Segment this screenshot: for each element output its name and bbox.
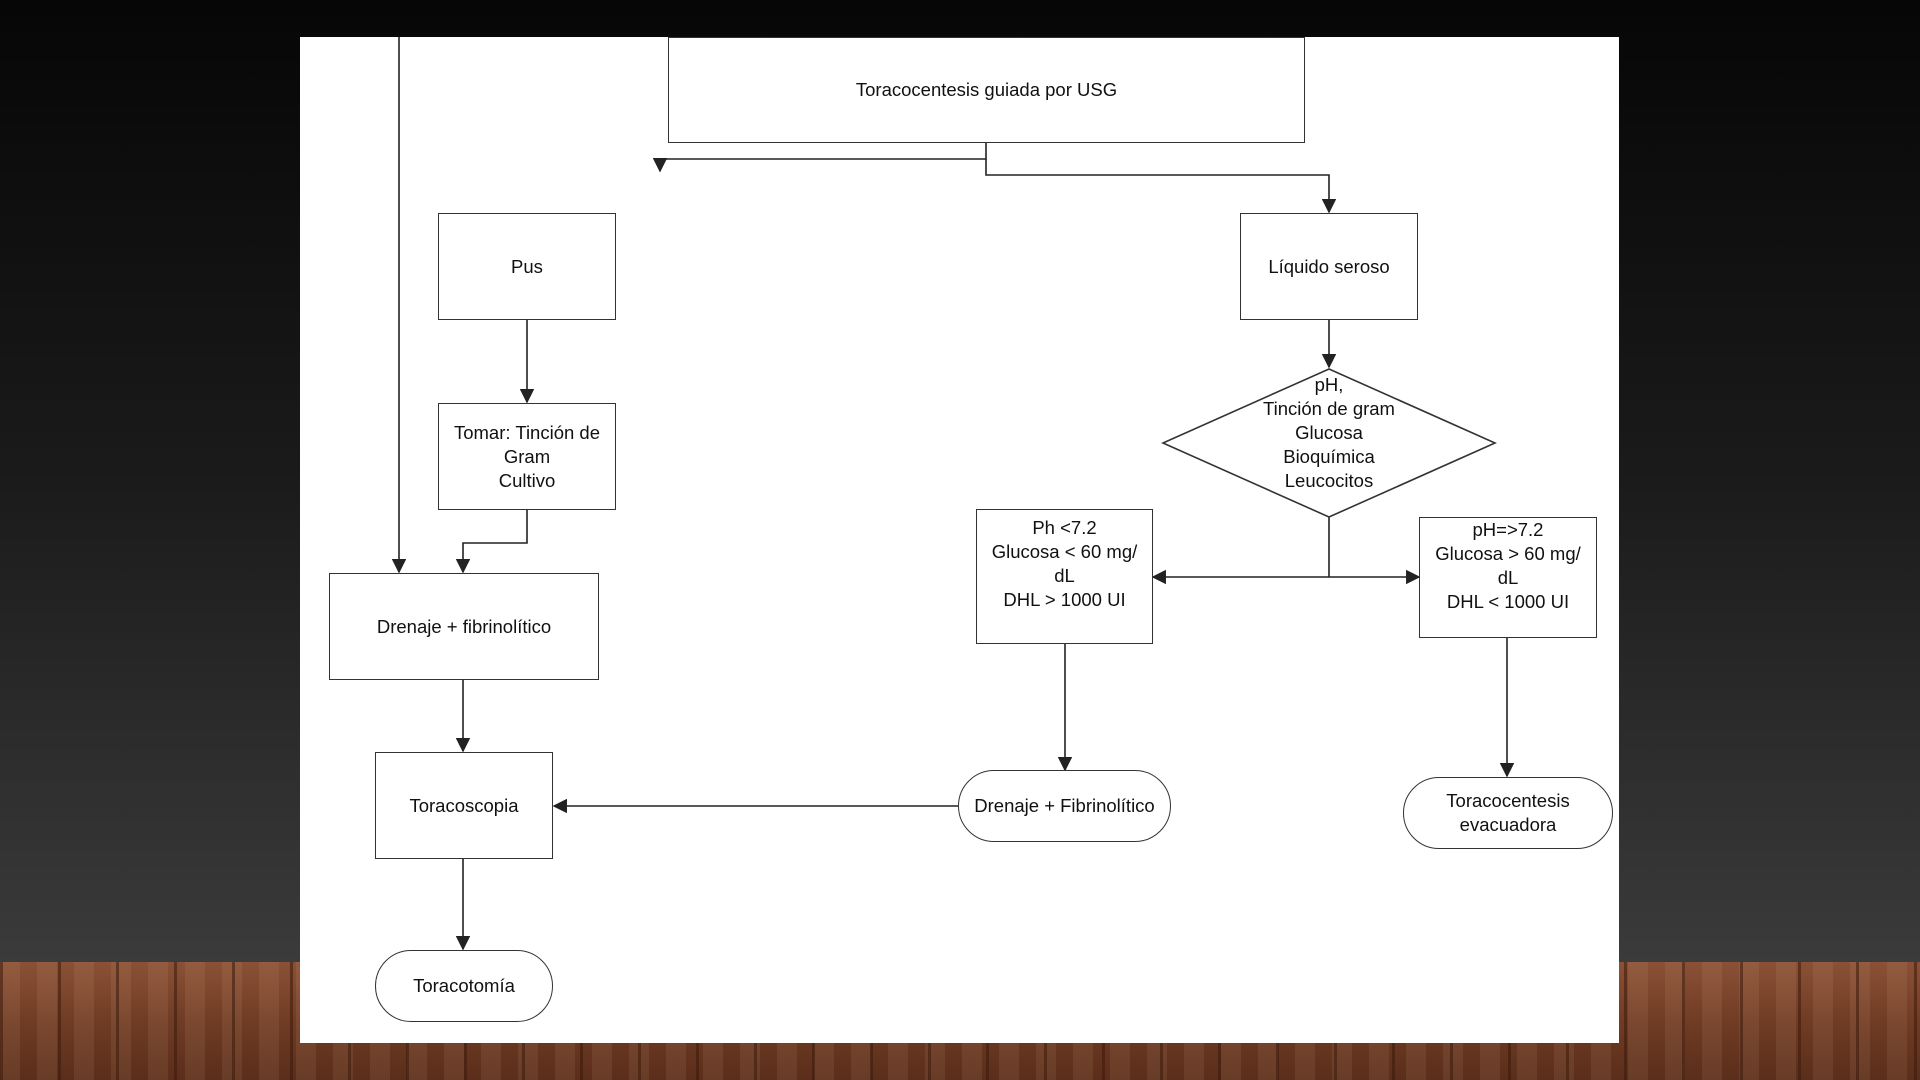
node-drenaje-fibrinolitico-right: Drenaje + Fibrinolítico: [958, 770, 1171, 842]
connector-layer: [391, 37, 1515, 951]
arrow-tomar-to-drenaje: [455, 510, 528, 574]
slide-canvas: Toracocentesis guiada por USG Pus Líquid…: [300, 37, 1619, 1043]
node-pus: Pus: [438, 213, 616, 320]
node-toracocentesis-evacuadora: Toracocentesis evacuadora: [1403, 777, 1613, 849]
decision-diamond-shape: [1161, 368, 1497, 518]
node-ph-mayor-7-2: pH=>7.2 Glucosa > 60 mg/ dL DHL < 1000 U…: [1419, 517, 1597, 638]
node-analisis-diamond-label: pH, Tinción de gram Glucosa Bioquímica L…: [1263, 374, 1395, 491]
arrow-usg-to-left-branch: [652, 143, 987, 173]
node-ph-menor-7-2: Ph <7.2 Glucosa < 60 mg/ dL DHL > 1000 U…: [976, 509, 1153, 644]
node-tomar-tincion-gram: Tomar: Tinción de Gram Cultivo: [438, 403, 616, 510]
node-toracocentesis-usg: Toracocentesis guiada por USG: [668, 37, 1305, 143]
arrow-usg-to-liquido-seroso: [985, 159, 1337, 214]
node-toracotomia: Toracotomía: [375, 950, 553, 1022]
node-liquido-seroso: Líquido seroso: [1240, 213, 1418, 320]
node-drenaje-fibrinolitico-left: Drenaje + fibrinolítico: [329, 573, 599, 680]
node-toracoscopia: Toracoscopia: [375, 752, 553, 859]
